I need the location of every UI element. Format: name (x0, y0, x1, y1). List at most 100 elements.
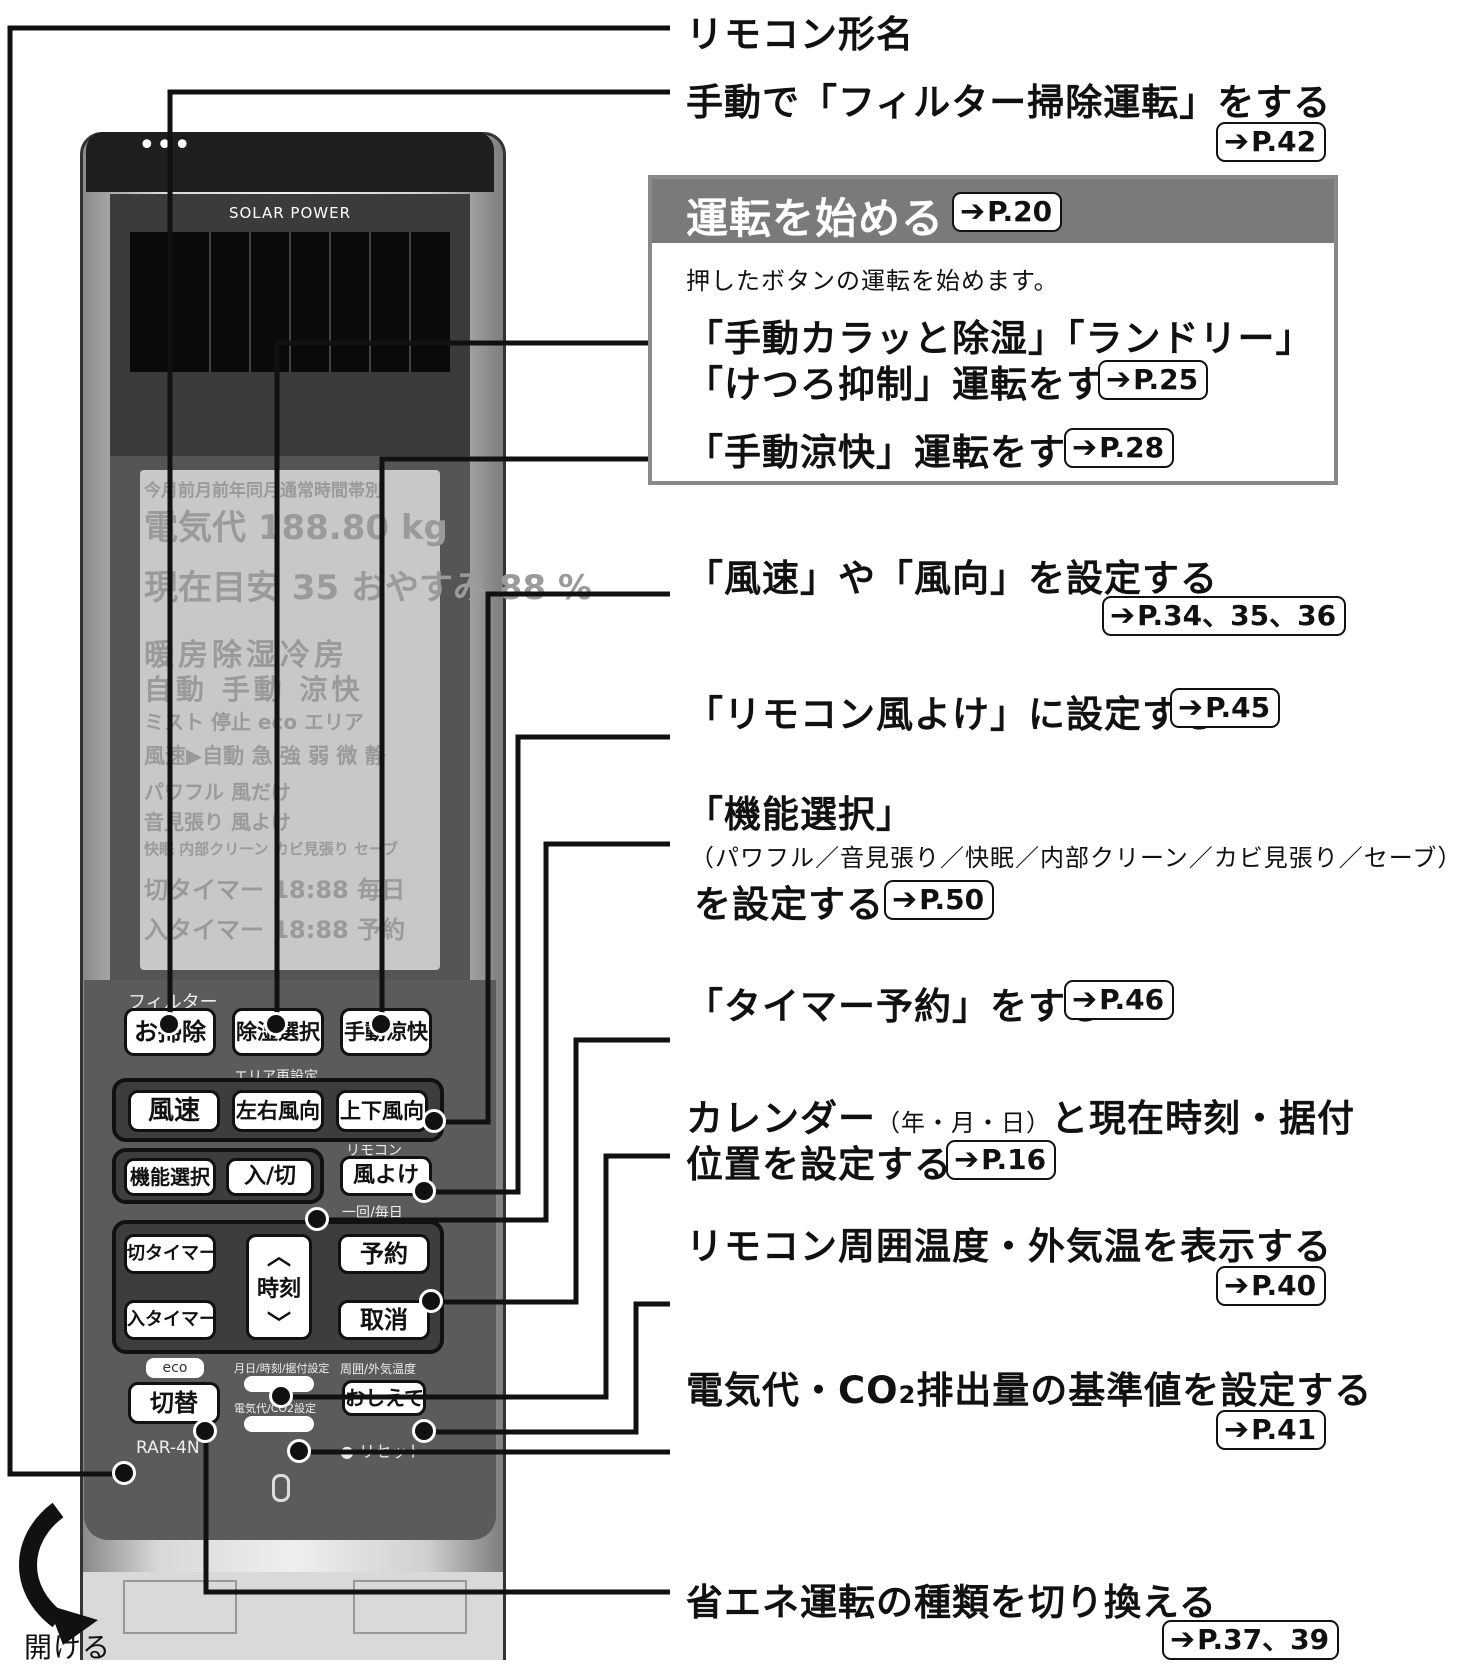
chevron-up-icon: ︿ (267, 1242, 291, 1270)
co2-callout-a: 電気代・CO (686, 1369, 899, 1412)
on-off-button[interactable]: 入/切 (226, 1158, 314, 1196)
strap-hole-icon (272, 1474, 290, 1502)
leader-dot (369, 1012, 393, 1036)
function-list: （パワフル／音見張り／快眠／内部クリーン／カビ見張り／セーブ） (690, 844, 1462, 872)
lcd-row: 快眠 内部クリーン カビ見張り セーブ (144, 840, 399, 858)
cover-tab (123, 1580, 237, 1634)
function-select-button[interactable]: 機能選択 (124, 1158, 216, 1196)
ambient-temp-label: 周囲/外気温度 (340, 1362, 417, 1376)
windbreak-ref[interactable]: ➔P.45 (1170, 688, 1281, 728)
on-timer-button[interactable]: 入タイマー (124, 1300, 217, 1340)
arrow-right-icon: ➔ (892, 882, 918, 917)
open-label: 開ける (24, 1631, 112, 1664)
timer-ref[interactable]: ➔P.46 (1064, 980, 1175, 1020)
arrow-right-icon: ➔ (1106, 362, 1132, 397)
leader-line (282, 1153, 670, 1400)
clock-label: 時刻 (256, 1277, 301, 1302)
remote-button-panel: フィルター お掃除 除湿選択 手動涼快 エリア再設定 風速 左右風向 上下風向 … (84, 980, 496, 1540)
windbreak-callout: 「リモコン風よけ」に設定する (686, 693, 1218, 736)
leader-dot (412, 1179, 436, 1203)
leader-dot (112, 1461, 136, 1485)
leader-lines (7, 25, 670, 1595)
leader-dot (419, 1289, 443, 1313)
ryokai-ref[interactable]: ➔P.28 (1064, 428, 1175, 468)
arrow-right-icon: ➔ (1072, 430, 1098, 465)
lcd-row: 今月前月前年同月通常時間帯別 (144, 481, 382, 501)
function-select-callout: 「機能選択」 (686, 793, 914, 836)
model-name-callout: リモコン形名 (686, 13, 914, 56)
co2-callout-b: 排出量の基準値を設定する (916, 1369, 1373, 1412)
cost-co2-set-button[interactable] (244, 1416, 314, 1432)
leader-line (203, 1432, 670, 1595)
co2-subscript: 2 (898, 1381, 917, 1409)
clock-updown-button[interactable]: 時刻 ︿ ﹀ (246, 1234, 312, 1340)
function-set-callout: を設定する (694, 883, 884, 926)
leader-dot (264, 1012, 288, 1036)
open-arrow-icon (19, 1502, 98, 1645)
fan-speed-button[interactable]: 風速 (128, 1090, 220, 1132)
function-ref[interactable]: ➔P.50 (884, 880, 995, 920)
co2-ref[interactable]: ➔P.41 (1216, 1410, 1327, 1450)
calendar-ref[interactable]: ➔P.16 (946, 1140, 1057, 1180)
arrow-right-icon: ➔ (1072, 982, 1098, 1017)
leader-line (425, 1301, 670, 1435)
horizontal-direction-button[interactable]: 左右風向 (232, 1090, 324, 1132)
arrow-right-icon: ➔ (1110, 598, 1136, 633)
eco-label: eco (146, 1358, 204, 1378)
leader-dot (422, 1109, 446, 1133)
cost-co2-label: 電気代/CO2設定 (234, 1402, 317, 1415)
filter-clean-callout: 手動で「フィルター掃除運転」をする (686, 81, 1332, 124)
eco-switch-callout: 省エネ運転の種類を切り換える (686, 1581, 1217, 1624)
leader-line (274, 340, 670, 1025)
once-daily-label: 一回/毎日 (342, 1205, 403, 1221)
temp-display-callout: リモコン周囲温度・外気温を表示する (686, 1225, 1332, 1268)
vertical-direction-button[interactable]: 上下風向 (336, 1090, 428, 1132)
battery-cover[interactable] (80, 1572, 506, 1660)
calendar-small-label: 月日/時刻/据付設定 (234, 1362, 330, 1375)
leader-dot (193, 1419, 217, 1443)
karatto-ref[interactable]: ➔P.25 (1098, 360, 1209, 400)
lcd-row: 自動 手動 涼快 (144, 673, 364, 706)
start-heading: 運転を始める (686, 194, 945, 243)
remocon-label: リモコン (346, 1143, 402, 1159)
lcd-row: 電気代 188.80 kg (144, 508, 448, 548)
co2-callout: 電気代・CO2排出量の基準値を設定する (686, 1360, 1372, 1414)
arrow-right-icon: ➔ (1224, 1268, 1250, 1303)
leader-line (167, 89, 670, 1025)
leader-dot (287, 1439, 311, 1463)
eco-switch-button[interactable]: 切替 (128, 1382, 220, 1424)
start-description: 押したボタンの運転を始めます。 (686, 267, 1059, 295)
leader-line (425, 734, 670, 1195)
leader-dot (412, 1419, 436, 1443)
lcd-row: 風速▶自動 急 強 弱 微 静 (144, 744, 386, 768)
filter-clean-ref[interactable]: ➔P.42 (1216, 122, 1327, 162)
eco-ref[interactable]: ➔P.37、39 (1162, 1620, 1340, 1660)
signal-dots-icon: ••• (138, 128, 192, 163)
arrow-right-icon: ➔ (1170, 1622, 1196, 1657)
karatto-callout-line1: 「手動カラッと除湿」「ランドリー」 (686, 317, 1314, 360)
lcd-row: ミスト 停止 eco エリア (144, 710, 365, 734)
start-operation-header: 運転を始める ➔P.20 (652, 179, 1334, 243)
leader-line (435, 591, 670, 1125)
chevron-down-icon: ﹀ (267, 1310, 291, 1338)
cancel-button[interactable]: 取消 (338, 1300, 430, 1340)
fan-callout: 「風速」や「風向」を設定する (686, 557, 1218, 600)
off-timer-button[interactable]: 切タイマー (124, 1234, 217, 1274)
calendar-callout-c: と現在時刻・据付 (1051, 1097, 1355, 1140)
solar-panel (130, 232, 450, 372)
fan-ref[interactable]: ➔P.34、35、36 (1102, 596, 1347, 636)
temp-ref[interactable]: ➔P.40 (1216, 1266, 1327, 1306)
func-button-group: 機能選択 入/切 (112, 1148, 324, 1204)
reserve-button[interactable]: 予約 (338, 1234, 430, 1274)
arrow-right-icon: ➔ (1224, 124, 1250, 159)
leader-line (7, 25, 670, 1477)
filter-label: フィルター (128, 992, 218, 1013)
leader-dot (269, 1384, 293, 1408)
leader-line (318, 841, 670, 1223)
leader-dot (157, 1012, 181, 1036)
karatto-callout-line2: 「けつろ抑制」運転をする (686, 363, 1142, 406)
fan-button-group: 風速 左右風向 上下風向 (112, 1078, 444, 1142)
start-ref[interactable]: ➔P.20 (952, 192, 1063, 232)
arrow-right-icon: ➔ (1178, 690, 1204, 725)
timer-button-group: 切タイマー 入タイマー 時刻 ︿ ﹀ 予約 取消 (112, 1220, 444, 1354)
